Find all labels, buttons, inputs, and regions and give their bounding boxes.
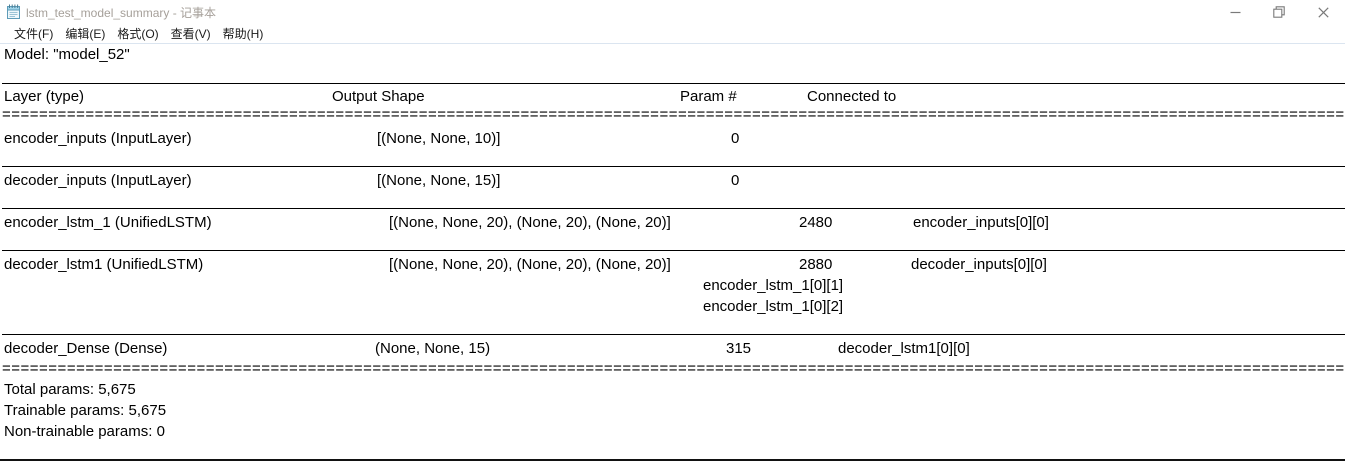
minimize-icon bbox=[1230, 11, 1240, 13]
bottom-border-line bbox=[0, 459, 1345, 461]
cell-param: 0 bbox=[731, 130, 740, 147]
table-row: decoder_Dense (Dense) (None, None, 15) 3… bbox=[0, 338, 1345, 359]
cell-connected: decoder_lstm1[0][0] bbox=[838, 340, 970, 357]
menu-separator bbox=[0, 43, 1345, 44]
title-bar[interactable]: lstm_test_model_summary - 记事本 bbox=[0, 0, 1345, 24]
notepad-icon bbox=[6, 4, 21, 19]
menu-view[interactable]: 查看(V) bbox=[170, 27, 211, 41]
cell-layer: decoder_Dense (Dense) bbox=[4, 340, 168, 357]
trainable-params-line: Trainable params: 5,675 bbox=[4, 402, 167, 419]
cell-param: 0 bbox=[731, 172, 740, 189]
close-icon bbox=[1317, 6, 1329, 18]
cell-connected: decoder_inputs[0][0] bbox=[911, 256, 1047, 273]
menu-edit[interactable]: 编辑(E) bbox=[65, 27, 106, 41]
cell-output-shape: [(None, None, 10)] bbox=[377, 130, 501, 147]
cell-output-shape: [(None, None, 15)] bbox=[377, 172, 501, 189]
underscore-separator bbox=[2, 208, 1345, 209]
cell-layer: decoder_inputs (InputLayer) bbox=[4, 172, 192, 189]
cell-connected-extra: encoder_lstm_1[0][1] bbox=[703, 277, 844, 294]
underscore-separator bbox=[2, 83, 1345, 84]
table-row: encoder_lstm_1 (UnifiedLSTM) [(None, Non… bbox=[0, 212, 1345, 233]
cell-output-shape: (None, None, 15) bbox=[375, 340, 491, 357]
window-controls bbox=[1213, 0, 1345, 24]
minimize-button[interactable] bbox=[1213, 0, 1257, 24]
menu-bar: 文件(F) 编辑(E) 格式(O) 查看(V) 帮助(H) bbox=[0, 24, 1345, 43]
equals-separator: ========================================… bbox=[2, 106, 1345, 123]
cell-layer: encoder_lstm_1 (UnifiedLSTM) bbox=[4, 214, 212, 231]
underscore-separator bbox=[2, 166, 1345, 167]
header-param-count: Param # bbox=[680, 88, 737, 105]
text-editor-area[interactable]: Model: "model_52" Layer (type) Output Sh… bbox=[0, 44, 1345, 471]
menu-format[interactable]: 格式(O) bbox=[117, 27, 159, 41]
cell-connected: encoder_inputs[0][0] bbox=[913, 214, 1049, 231]
table-row: decoder_lstm1 (UnifiedLSTM) [(None, None… bbox=[0, 254, 1345, 275]
cell-layer: decoder_lstm1 (UnifiedLSTM) bbox=[4, 256, 204, 273]
cell-output-shape: [(None, None, 20), (None, 20), (None, 20… bbox=[389, 256, 671, 273]
cell-param: 2880 bbox=[799, 256, 833, 273]
non-trainable-params-line: Non-trainable params: 0 bbox=[4, 423, 165, 440]
cell-param: 315 bbox=[726, 340, 752, 357]
window-title: lstm_test_model_summary - 记事本 bbox=[26, 6, 217, 20]
menu-help[interactable]: 帮助(H) bbox=[222, 27, 264, 41]
header-layer-type: Layer (type) bbox=[4, 88, 85, 105]
table-header-row: Layer (type) Output Shape Param # Connec… bbox=[0, 86, 1345, 107]
cell-param: 2480 bbox=[799, 214, 833, 231]
close-button[interactable] bbox=[1301, 0, 1345, 24]
underscore-separator bbox=[2, 250, 1345, 251]
header-output-shape: Output Shape bbox=[332, 88, 425, 105]
cell-layer: encoder_inputs (InputLayer) bbox=[4, 130, 192, 147]
model-name-line: Model: "model_52" bbox=[4, 46, 130, 63]
equals-separator: ========================================… bbox=[2, 360, 1345, 377]
underscore-separator bbox=[2, 334, 1345, 335]
restore-icon bbox=[1273, 6, 1285, 18]
cell-connected-extra: encoder_lstm_1[0][2] bbox=[703, 298, 844, 315]
cell-output-shape: [(None, None, 20), (None, 20), (None, 20… bbox=[389, 214, 671, 231]
maximize-restore-button[interactable] bbox=[1257, 0, 1301, 24]
menu-file[interactable]: 文件(F) bbox=[14, 27, 54, 41]
table-row: encoder_inputs (InputLayer) [(None, None… bbox=[0, 128, 1345, 149]
header-connected-to: Connected to bbox=[807, 88, 897, 105]
total-params-line: Total params: 5,675 bbox=[4, 381, 136, 398]
table-row: decoder_inputs (InputLayer) [(None, None… bbox=[0, 170, 1345, 191]
